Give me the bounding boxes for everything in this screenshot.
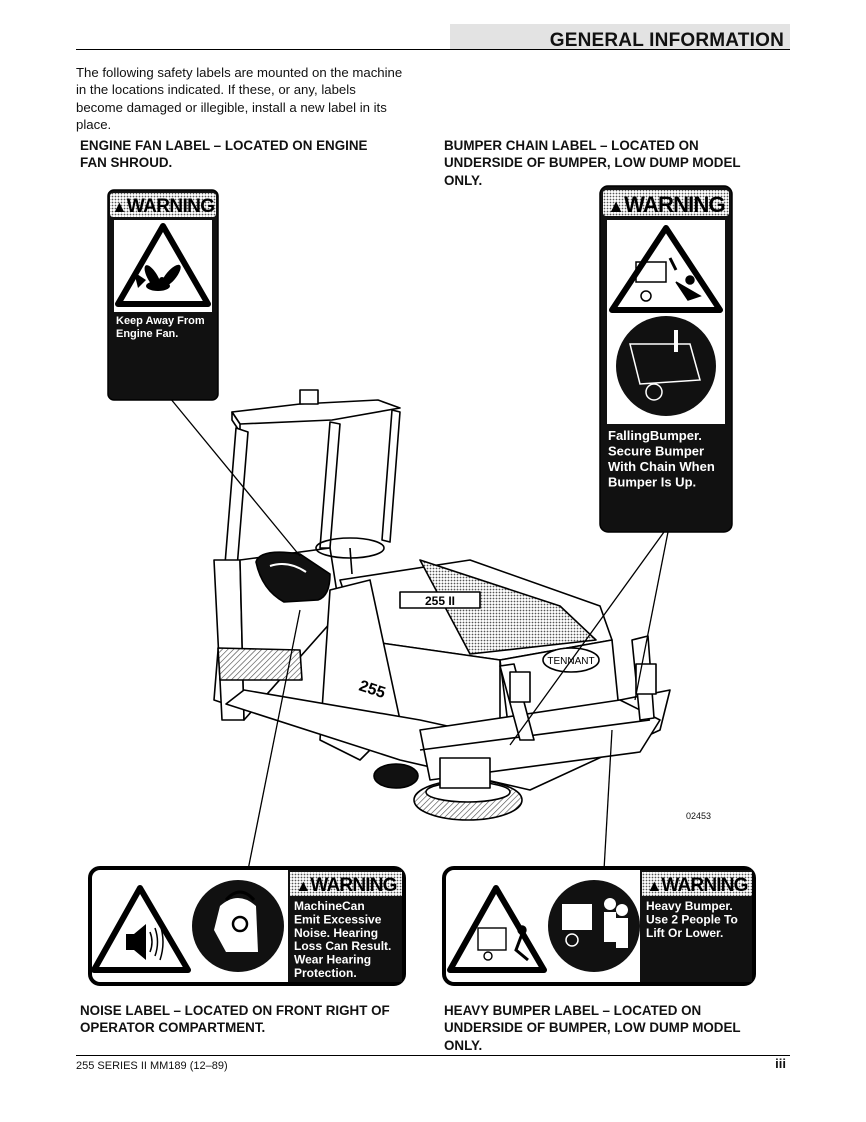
label-line: FallingBumper. [608, 428, 702, 443]
svg-text:▲WARNING: ▲WARNING [646, 875, 747, 896]
caption-heavy-bumper: HEAVY BUMPER LABEL – LOCATED ON UNDERSID… [444, 1002, 741, 1054]
svg-text:▲WARNING: ▲WARNING [295, 875, 396, 896]
label-line: Use 2 People To [646, 912, 738, 926]
svg-text:▲WARNING: ▲WARNING [112, 196, 215, 217]
fan-blade-icon [144, 264, 181, 291]
caption-line: NOISE LABEL – LOCATED ON FRONT RIGHT OF [80, 1003, 390, 1018]
two-people-circle-icon [548, 880, 640, 972]
caption-bumper-chain: BUMPER CHAIN LABEL – LOCATED ON UNDERSID… [444, 137, 741, 189]
side-stripe [217, 647, 303, 681]
page-title: GENERAL INFORMATION [549, 30, 784, 51]
falling-bumper-circle-icon [616, 316, 716, 416]
svg-text:MachineCan Emit Excessiv: MachineCan Emit Excessive Noise. Hearing… [294, 899, 395, 980]
label-line: Emit Excessive [294, 912, 382, 926]
svg-text:Keep Away From Engine Fa: Keep Away From Engine Fan. [116, 315, 208, 340]
label-line: Heavy Bumper. [646, 899, 733, 913]
label-line: Secure Bumper [608, 444, 704, 459]
hopper-lid [419, 559, 597, 655]
svg-text:FallingBumper. Secure Bu: FallingBumper. Secure Bumper With Chain … [608, 428, 718, 490]
figure-number: 02453 [686, 811, 712, 821]
page-number: iii [775, 1056, 786, 1071]
bumper-chain-label: ▲WARNING FallingBumper. Secure Bumper Wi… [599, 185, 733, 533]
label-line: Wear Hearing [294, 953, 371, 967]
sound-waves-icon [149, 923, 164, 961]
caption-line: HEAVY BUMPER LABEL – LOCATED ON [444, 1003, 702, 1018]
caption-line: ONLY. [444, 172, 483, 188]
speaker-icon [126, 924, 146, 960]
label-line: Keep Away From [116, 315, 205, 327]
caption-line: BUMPER CHAIN LABEL – LOCATED ON [444, 138, 699, 153]
canopy-light [299, 389, 319, 405]
engine-fan-label: ▲WARNING Keep Away From Engine Fan. [107, 189, 219, 401]
svg-text:▲WARNING: ▲WARNING [607, 192, 725, 217]
caption-engine-fan: ENGINE FAN LABEL – LOCATED ON ENGINE FAN… [80, 137, 367, 172]
label-line: Bumper Is Up. [608, 475, 696, 490]
label-line: Loss Can Result. [294, 939, 391, 953]
header-band [450, 24, 790, 49]
label-line: With Chain When [608, 459, 715, 474]
hazard-triangle-icon [115, 223, 211, 307]
head-icon [214, 898, 258, 952]
sweeper-machine: TENNANT 255 II 255 [213, 389, 671, 821]
intro-paragraph: The following safety labels are mounted … [76, 65, 403, 132]
label-line: MachineCan [294, 899, 365, 913]
footer-rule [76, 1055, 790, 1056]
label-line: Engine Fan. [116, 328, 178, 340]
pointer-lines [169, 397, 669, 871]
model-badge: 255 II [425, 594, 455, 608]
hand-icon [134, 272, 146, 288]
model-badge-box [399, 591, 481, 609]
lifting-person-icon [477, 925, 529, 962]
warning-word: WARNING [661, 875, 747, 896]
label-line: Lift Or Lower. [646, 926, 723, 940]
heavy-bumper-label: ▲WARNING Heavy Bumper. Use 2 People To L… [442, 866, 756, 986]
warning-word: WARNING [624, 192, 725, 217]
caption-line: ENGINE FAN LABEL – LOCATED ON ENGINE [80, 138, 368, 153]
noise-label: ▲WARNING MachineCan Emit Excessive Noise… [88, 866, 406, 986]
svg-text:Heavy Bumper. Use 2 Peop: Heavy Bumper. Use 2 People To Lift Or Lo… [646, 899, 741, 940]
caption-line: UNDERSIDE OF BUMPER, LOW DUMP MODEL [444, 1020, 741, 1036]
canopy-post-front [319, 421, 341, 549]
crushed-person-icon [635, 257, 702, 302]
two-people-icon [562, 898, 628, 948]
header-rule [76, 49, 790, 50]
label-line: Protection. [294, 966, 357, 980]
warning-word: WARNING [127, 196, 215, 217]
caption-noise: NOISE LABEL – LOCATED ON FRONT RIGHT OF … [80, 1002, 390, 1037]
caption-line: ONLY. [444, 1037, 483, 1053]
label-line: Noise. Hearing [294, 926, 378, 940]
hazard-triangle-icon [609, 225, 723, 313]
caption-line: UNDERSIDE OF BUMPER, LOW DUMP MODEL [444, 155, 741, 171]
ear-muff-icon [231, 915, 249, 933]
hazard-triangle-icon [91, 885, 191, 973]
caption-line: OPERATOR COMPARTMENT. [80, 1020, 266, 1036]
warning-word: WARNING [310, 875, 396, 896]
footer-manual-id: 255 SERIES II MM189 (12–89) [76, 1060, 228, 1072]
wheel [373, 763, 419, 789]
caption-line: FAN SHROUD. [80, 155, 173, 171]
